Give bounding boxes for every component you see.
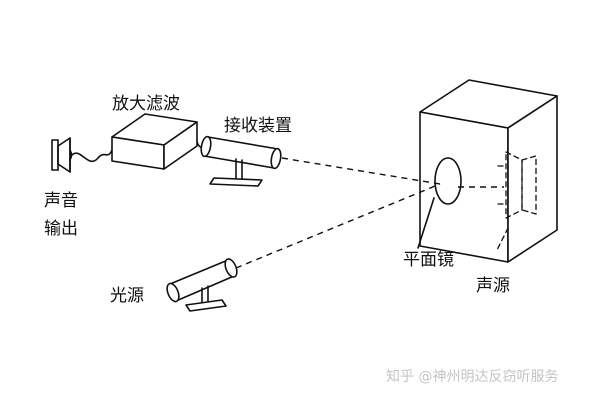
speaker-icon	[51, 137, 73, 173]
amplifier-box	[111, 113, 198, 170]
label-audio-output-2: 输出	[44, 219, 78, 239]
receiver-device	[200, 135, 282, 187]
light-source-device	[166, 258, 238, 312]
flat-mirror	[417, 157, 462, 249]
audio-wire	[70, 149, 113, 163]
watermark: 知乎 @神州明达反窃听服务	[386, 368, 558, 385]
label-flat-mirror: 平面镜	[403, 250, 454, 270]
label-sound-source: 声源	[476, 276, 510, 296]
label-receiver: 接收装置	[224, 116, 292, 136]
label-light-source: 光源	[110, 286, 144, 306]
label-audio-output-1: 声音	[44, 191, 78, 211]
incident-beam	[235, 183, 441, 269]
sound-source-icon	[496, 151, 537, 251]
label-amplifier-filter: 放大滤波	[112, 94, 180, 114]
reflected-beam	[281, 157, 441, 185]
